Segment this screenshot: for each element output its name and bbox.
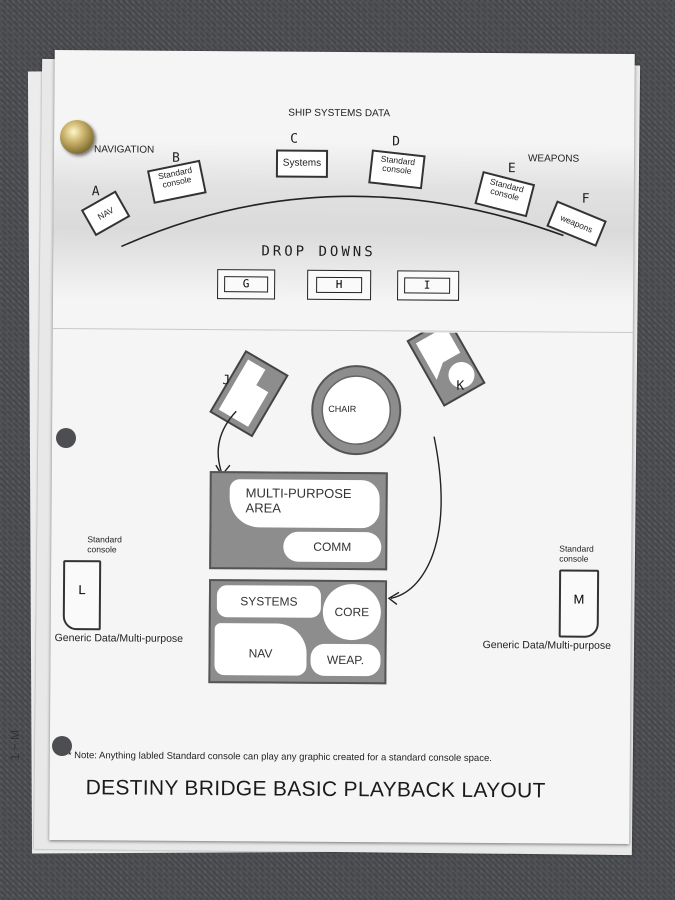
station-c-systems: Systems (275, 149, 329, 178)
console-j-letter: J (222, 373, 231, 389)
drop-downs-heading: DROP DOWNS (261, 243, 376, 261)
layout-document-page: SHIP SYSTEMS DATA NAVIGATION WEAPONS A B… (49, 49, 635, 845)
console-m: M (558, 569, 600, 638)
drop-down-i-label: I (404, 277, 451, 294)
left-console-heading: Standard console (87, 534, 122, 555)
standard-console-note: * Note: Anything labled Standard console… (67, 750, 492, 765)
weap-area: WEAP. (310, 643, 381, 677)
station-letter-d: D (392, 134, 401, 150)
console-k-letter: K (456, 378, 465, 394)
console-l: L (62, 560, 102, 631)
multi-purpose-panel: MULTI-PURPOSE AREA COMM (209, 471, 388, 571)
document-title: DESTINY BRIDGE BASIC PLAYBACK LAYOUT (85, 776, 546, 803)
station-letter-f: F (581, 191, 590, 207)
station-letter-c: C (290, 131, 299, 147)
nav-area: NAV (214, 623, 307, 676)
systems-area: SYSTEMS (216, 585, 322, 618)
center-diagram (209, 329, 486, 605)
margin-scribble: 1 ~ M (8, 730, 22, 761)
binder-hole-icon (52, 736, 72, 756)
brass-tack-icon (60, 120, 94, 154)
console-arc (121, 195, 564, 248)
station-letter-e: E (507, 161, 516, 177)
drop-down-g: G (217, 269, 276, 300)
station-letter-a: A (91, 184, 100, 200)
station-d-console: Standard console (368, 149, 426, 190)
multi-purpose-area: MULTI-PURPOSE AREA (229, 479, 380, 529)
binder-hole-icon (56, 428, 76, 448)
core-systems-panel: SYSTEMS CORE NAV WEAP. (208, 579, 388, 685)
right-console-heading: Standard console (559, 543, 594, 564)
console-m-letter: M (573, 591, 585, 607)
right-console-caption: Generic Data/Multi-purpose (482, 638, 612, 652)
console-j-shape (209, 349, 289, 438)
console-l-letter: L (78, 582, 86, 598)
drop-down-h: H (307, 269, 372, 301)
drop-down-g-label: G (224, 276, 269, 293)
console-k-shape (406, 329, 486, 407)
core-area: CORE (322, 583, 382, 641)
left-console-caption: Generic Data/Multi-purpose (54, 631, 184, 645)
comm-area: COMM (283, 531, 382, 563)
chair-label: CHAIR (328, 403, 357, 415)
drop-down-i: I (397, 270, 460, 301)
drop-down-h-label: H (316, 276, 363, 294)
